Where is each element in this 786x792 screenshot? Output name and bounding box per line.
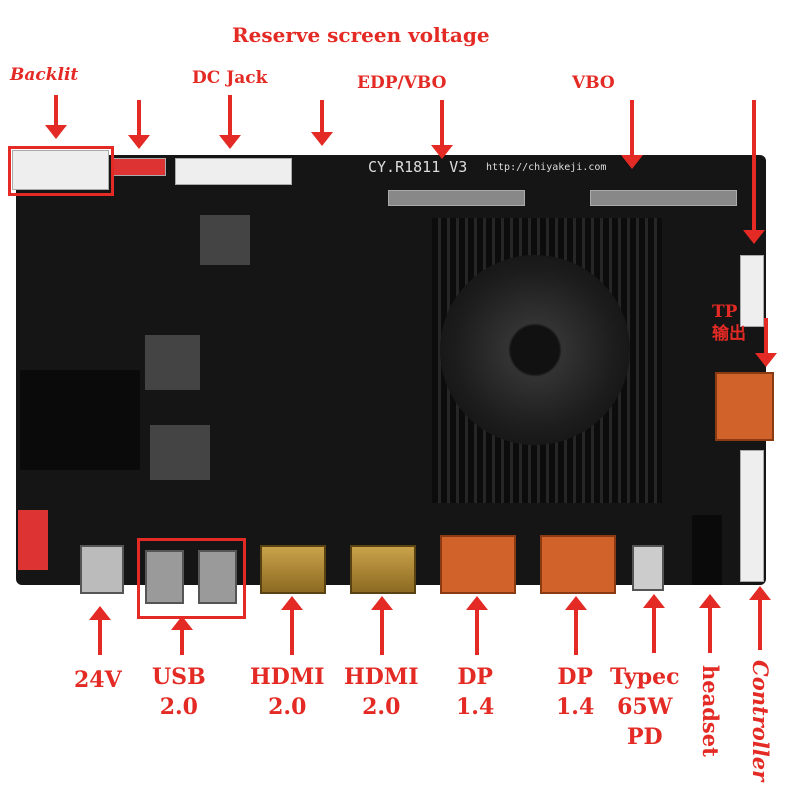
label-dp-1: DP 1.4 xyxy=(456,662,494,722)
label-dp-2-line2: 1.4 xyxy=(556,694,595,720)
arrow-down xyxy=(219,95,241,149)
label-tp: TP xyxy=(712,302,738,322)
label-dp-2-line1: DP xyxy=(557,664,593,690)
arrow-up xyxy=(281,596,303,655)
label-usb-line2: 2.0 xyxy=(159,694,198,720)
dp-port-2 xyxy=(540,535,616,594)
label-typec-line3: PD xyxy=(626,724,663,750)
vbo-connector xyxy=(590,190,737,206)
board-model: CY.R1811 V3 xyxy=(368,158,468,176)
hdmi-port-2 xyxy=(350,545,416,594)
label-hdmi-1-line1: HDMI xyxy=(250,664,325,690)
power-connector xyxy=(18,510,48,570)
arrow-up xyxy=(643,594,665,653)
label-hdmi-2-line1: HDMI xyxy=(344,664,419,690)
label-backlit: Backlit xyxy=(10,65,79,85)
cooling-fan xyxy=(440,255,630,445)
label-usb-line1: USB xyxy=(152,664,206,690)
label-24v: 24V xyxy=(74,667,122,693)
arrow-up xyxy=(749,586,771,650)
label-reserve-screen-voltage: Reserve screen voltage xyxy=(232,23,490,47)
side-connector xyxy=(740,255,764,327)
arrow-up xyxy=(565,596,587,655)
label-headset: headset xyxy=(698,665,723,757)
label-usb: USB 2.0 xyxy=(152,662,206,722)
arrow-down xyxy=(311,100,333,146)
label-hdmi-1: HDMI 2.0 xyxy=(250,662,325,722)
label-hdmi-2-line2: 2.0 xyxy=(362,694,401,720)
usb-port-1 xyxy=(145,550,184,604)
arrow-down xyxy=(128,100,150,149)
label-dp-1-line1: DP xyxy=(457,664,493,690)
transformer xyxy=(20,370,140,470)
dp-port-1 xyxy=(440,535,516,594)
hdmi-port-1 xyxy=(260,545,326,594)
red-connector xyxy=(112,158,166,176)
arrow-down xyxy=(743,100,765,244)
label-tp-output: 输出 xyxy=(712,324,746,344)
dc-24v-port xyxy=(80,545,124,594)
label-typec: Typec 65W PD xyxy=(610,662,680,752)
arrow-up xyxy=(171,616,193,655)
backlit-highlight-box xyxy=(8,146,114,196)
arrow-down xyxy=(621,100,643,169)
usb-highlight-box xyxy=(137,538,246,619)
edp-connector xyxy=(388,190,525,206)
arrow-up xyxy=(699,594,721,653)
arrow-up xyxy=(371,596,393,655)
label-vbo: VBO xyxy=(572,73,615,93)
inductor xyxy=(145,335,200,390)
controller-connector xyxy=(740,450,764,582)
label-dp-1-line2: 1.4 xyxy=(456,694,495,720)
label-hdmi-1-line2: 2.0 xyxy=(268,694,307,720)
typec-port xyxy=(632,545,664,591)
inductor xyxy=(200,215,250,265)
label-typec-line1: Typec xyxy=(610,664,680,690)
usb-port-2 xyxy=(198,550,237,604)
inductor xyxy=(150,425,210,480)
tp-output-port xyxy=(715,372,774,441)
label-hdmi-2: HDMI 2.0 xyxy=(344,662,419,722)
label-typec-line2: 65W xyxy=(617,694,673,720)
label-dc-jack: DC Jack xyxy=(192,68,268,88)
arrow-down xyxy=(431,100,453,159)
board-url: http://chiyakeji.com xyxy=(486,162,607,173)
label-controller: Controller xyxy=(748,660,773,782)
backlit-connector xyxy=(12,150,109,190)
headset-jack xyxy=(692,515,722,585)
arrow-up xyxy=(89,606,111,655)
dc-jack-connector xyxy=(175,158,292,185)
arrow-up xyxy=(466,596,488,655)
label-dp-2: DP 1.4 xyxy=(556,662,594,722)
label-edp-vbo: EDP/VBO xyxy=(357,73,447,93)
arrow-down xyxy=(45,95,67,139)
arrow-down xyxy=(755,318,777,367)
